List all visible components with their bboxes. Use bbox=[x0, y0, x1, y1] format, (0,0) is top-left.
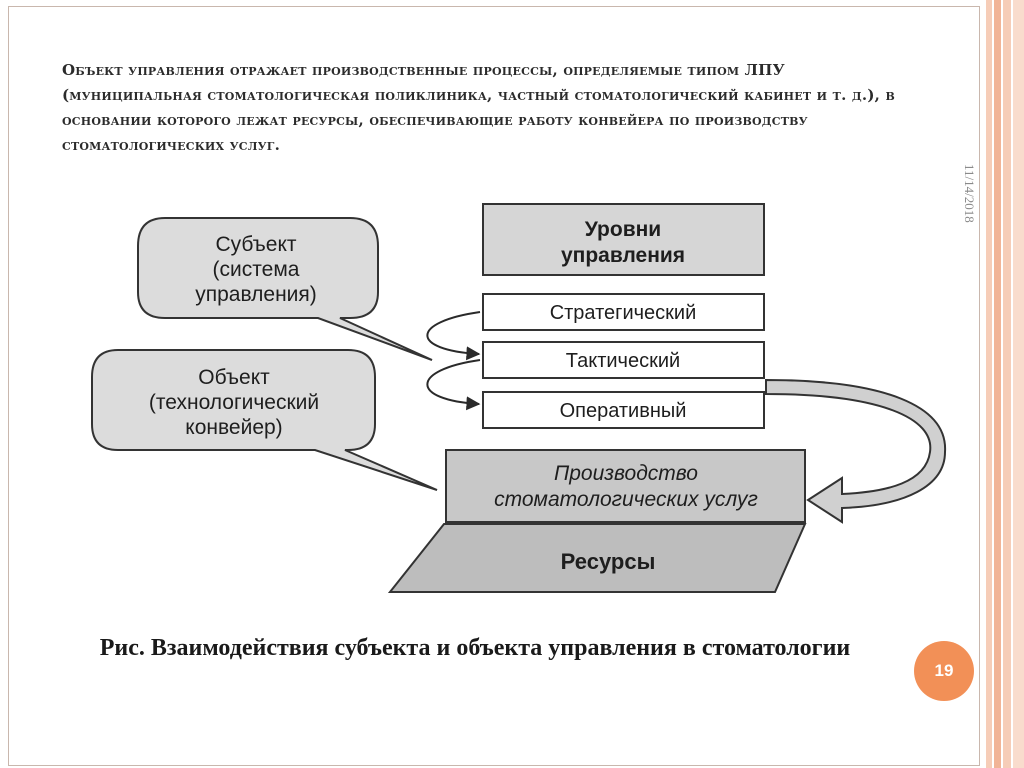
subject-callout-line-1: Субъект bbox=[215, 233, 296, 256]
object-callout-line-1: Объект bbox=[198, 366, 270, 389]
levels-header-line-1: Уровни bbox=[585, 218, 661, 241]
production-line-2: стоматологических услуг bbox=[494, 488, 758, 511]
slide-heading: Объект управления отражает производствен… bbox=[62, 61, 895, 154]
page-number-badge: 19 bbox=[914, 641, 974, 701]
decor-stripe bbox=[994, 0, 1001, 768]
production-box: Производство стоматологических услуг bbox=[445, 449, 806, 523]
level-tactical-box: Тактический bbox=[482, 341, 765, 379]
subject-callout-line-2: (система bbox=[213, 258, 300, 281]
level-operational-label: Оперативный bbox=[560, 400, 687, 422]
feedback-arrow bbox=[765, 378, 947, 524]
slide-date: 11/14/2018 bbox=[962, 164, 977, 223]
decor-stripe bbox=[1003, 0, 1011, 768]
level-strategic-label: Стратегический bbox=[550, 302, 697, 324]
object-callout: Объект (технологический конвейер) bbox=[91, 349, 438, 491]
decor-stripe bbox=[1013, 0, 1024, 768]
resources-box: Ресурсы bbox=[387, 523, 807, 593]
levels-header-box: Уровни управления bbox=[482, 203, 765, 276]
subject-callout-line-3: управления) bbox=[195, 283, 317, 306]
level-operational-box: Оперативный bbox=[482, 391, 765, 429]
strategic-to-tactical-arrow bbox=[426, 311, 481, 361]
tactical-to-operational-arrow bbox=[426, 359, 481, 411]
object-callout-line-3: конвейер) bbox=[185, 416, 282, 439]
subject-callout: Субъект (система управления) bbox=[137, 217, 433, 361]
figure-caption: Рис. Взаимодействия субъекта и объекта у… bbox=[99, 635, 851, 661]
object-callout-line-2: (технологический bbox=[149, 391, 319, 414]
level-tactical-label: Тактический bbox=[566, 350, 680, 372]
resources-label: Ресурсы bbox=[561, 549, 656, 574]
level-strategic-box: Стратегический bbox=[482, 293, 765, 331]
production-line-1: Производство bbox=[554, 462, 698, 485]
decor-stripe bbox=[986, 0, 992, 768]
levels-header-line-2: управления bbox=[561, 244, 685, 267]
